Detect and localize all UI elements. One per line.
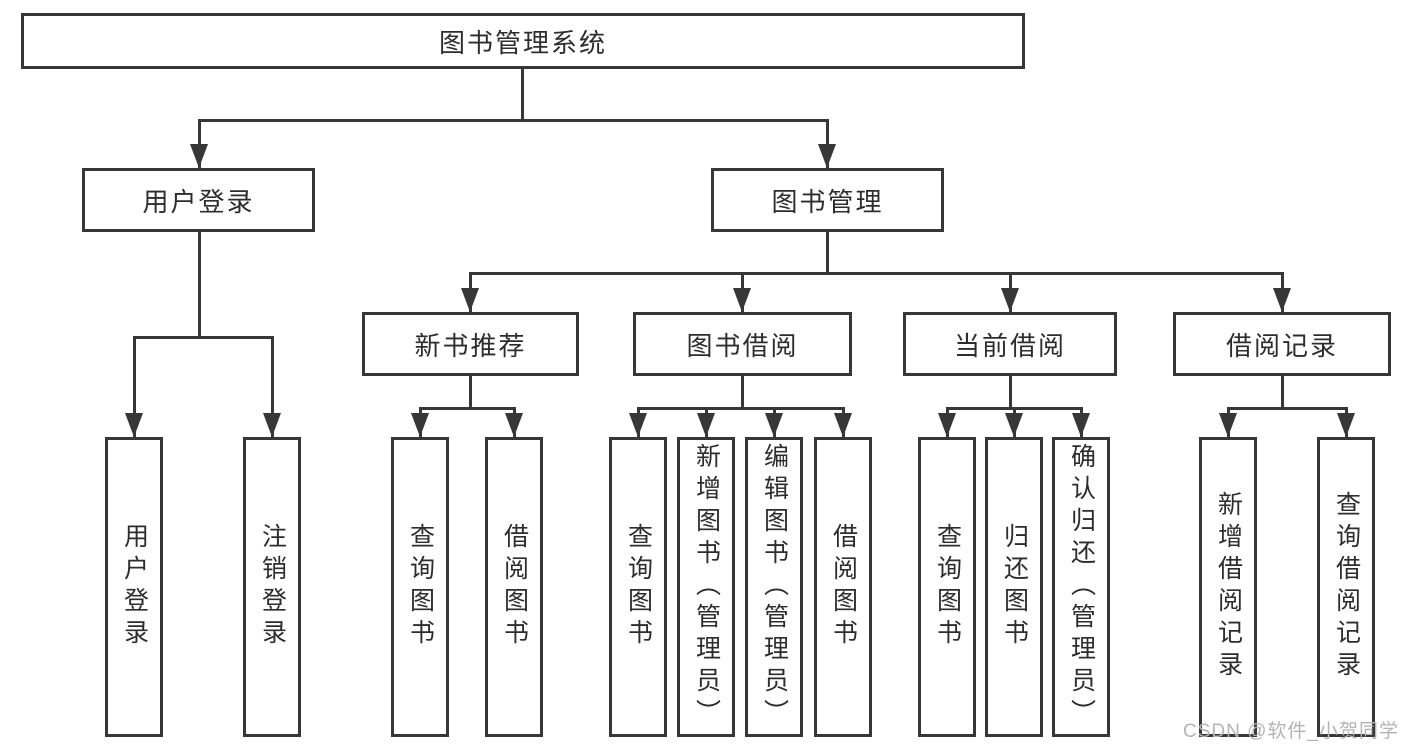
node-book-management: 图书管理 — [711, 168, 944, 232]
arrow-down-icon — [834, 413, 852, 437]
node-current-borrow: 当前借阅 — [903, 312, 1117, 376]
watermark-text: CSDN @软件_小贺同学 — [1183, 721, 1399, 742]
connector-line — [198, 232, 201, 336]
connector-line — [133, 336, 273, 339]
arrow-down-icon — [818, 144, 836, 168]
node-library-system: 图书管理系统 — [21, 13, 1025, 69]
connector-line — [1281, 376, 1284, 407]
leaf-records-query-borrow-record: 查询借阅记录 — [1317, 437, 1375, 737]
connector-line — [419, 407, 516, 410]
connector-line — [826, 119, 829, 168]
arrow-down-icon — [1001, 288, 1019, 312]
connector-line — [826, 232, 829, 272]
node-book-borrow: 图书借阅 — [633, 312, 852, 376]
node-borrow-records: 借阅记录 — [1173, 312, 1391, 376]
arrow-down-icon — [1005, 413, 1023, 437]
arrow-down-icon — [733, 288, 751, 312]
leaf-borrow-borrow-books: 借阅图书 — [814, 437, 872, 737]
arrow-down-icon — [263, 413, 281, 437]
connector-line — [1009, 376, 1012, 407]
connector-line — [469, 376, 472, 407]
node-user-login: 用户登录 — [82, 168, 315, 232]
arrow-down-icon — [1072, 413, 1090, 437]
arrow-down-icon — [461, 288, 479, 312]
arrow-down-icon — [190, 144, 208, 168]
leaf-records-add-borrow-record: 新增借阅记录 — [1199, 437, 1257, 737]
arrow-down-icon — [765, 413, 783, 437]
leaf-current-confirm-return-admin: 确认归还（管理员） — [1052, 437, 1110, 737]
connector-line — [741, 376, 744, 407]
arrow-down-icon — [938, 413, 956, 437]
connector-line — [133, 336, 136, 437]
leaf-newbook-borrow-books: 借阅图书 — [485, 437, 543, 737]
connector-line — [198, 119, 201, 168]
arrow-down-icon — [629, 413, 647, 437]
leaf-borrow-query-books: 查询图书 — [609, 437, 667, 737]
leaf-borrow-add-books-admin: 新增图书（管理员） — [677, 437, 735, 737]
leaf-logout: 注销登录 — [243, 437, 301, 737]
connector-line — [637, 407, 845, 410]
arrow-down-icon — [697, 413, 715, 437]
connector-line — [1227, 407, 1348, 410]
leaf-borrow-edit-books-admin: 编辑图书（管理员） — [745, 437, 803, 737]
arrow-down-icon — [1337, 413, 1355, 437]
arrow-down-icon — [125, 413, 143, 437]
connector-line — [198, 119, 828, 122]
arrow-down-icon — [411, 413, 429, 437]
connector-line — [521, 69, 524, 119]
leaf-newbook-query-books: 查询图书 — [391, 437, 449, 737]
leaf-current-query-books: 查询图书 — [918, 437, 976, 737]
arrow-down-icon — [505, 413, 523, 437]
leaf-user-login: 用户登录 — [105, 437, 163, 737]
arrow-down-icon — [1219, 413, 1237, 437]
leaf-current-return-books: 归还图书 — [985, 437, 1043, 737]
connector-line — [469, 272, 1283, 275]
arrow-down-icon — [1273, 288, 1291, 312]
node-new-book-recommend: 新书推荐 — [362, 312, 579, 376]
connector-line — [271, 336, 274, 437]
